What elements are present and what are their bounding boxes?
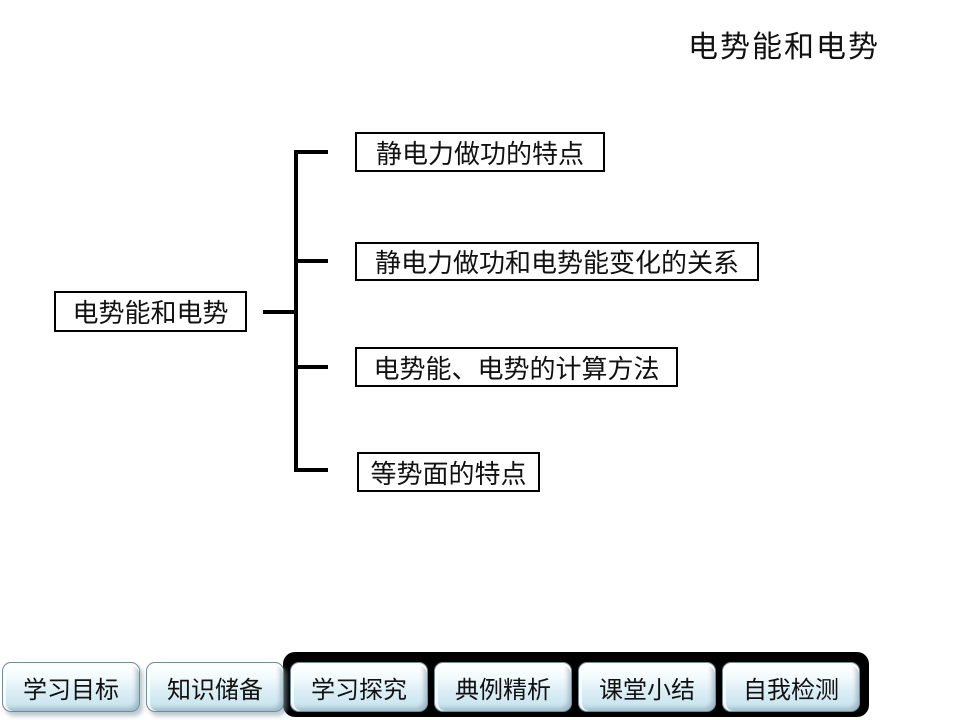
nav-button-knowledge-reserve[interactable]: 知识储备	[146, 662, 284, 712]
connector-branch-1	[294, 150, 328, 154]
connector-branch-2	[294, 259, 328, 263]
nav-button-self-test[interactable]: 自我检测	[722, 662, 860, 712]
connector-branch-4	[294, 468, 328, 472]
nav-button-learning-exploration[interactable]: 学习探究	[290, 662, 428, 712]
connector-branch-3	[294, 365, 328, 369]
diagram-branch-node-1: 静电力做功的特点	[355, 132, 605, 172]
connector-vertical-line	[294, 150, 298, 472]
connector-root-stub	[263, 310, 297, 314]
nav-button-learning-goals[interactable]: 学习目标	[2, 662, 140, 712]
diagram-branch-node-3: 电势能、电势的计算方法	[355, 347, 678, 387]
diagram-branch-node-4: 等势面的特点	[357, 452, 540, 492]
nav-button-class-summary[interactable]: 课堂小结	[578, 662, 716, 712]
nav-button-typical-examples[interactable]: 典例精析	[434, 662, 572, 712]
slide-title: 电势能和电势	[688, 31, 880, 64]
diagram-branch-node-2: 静电力做功和电势能变化的关系	[355, 242, 759, 281]
diagram-root-node: 电势能和电势	[54, 291, 247, 332]
